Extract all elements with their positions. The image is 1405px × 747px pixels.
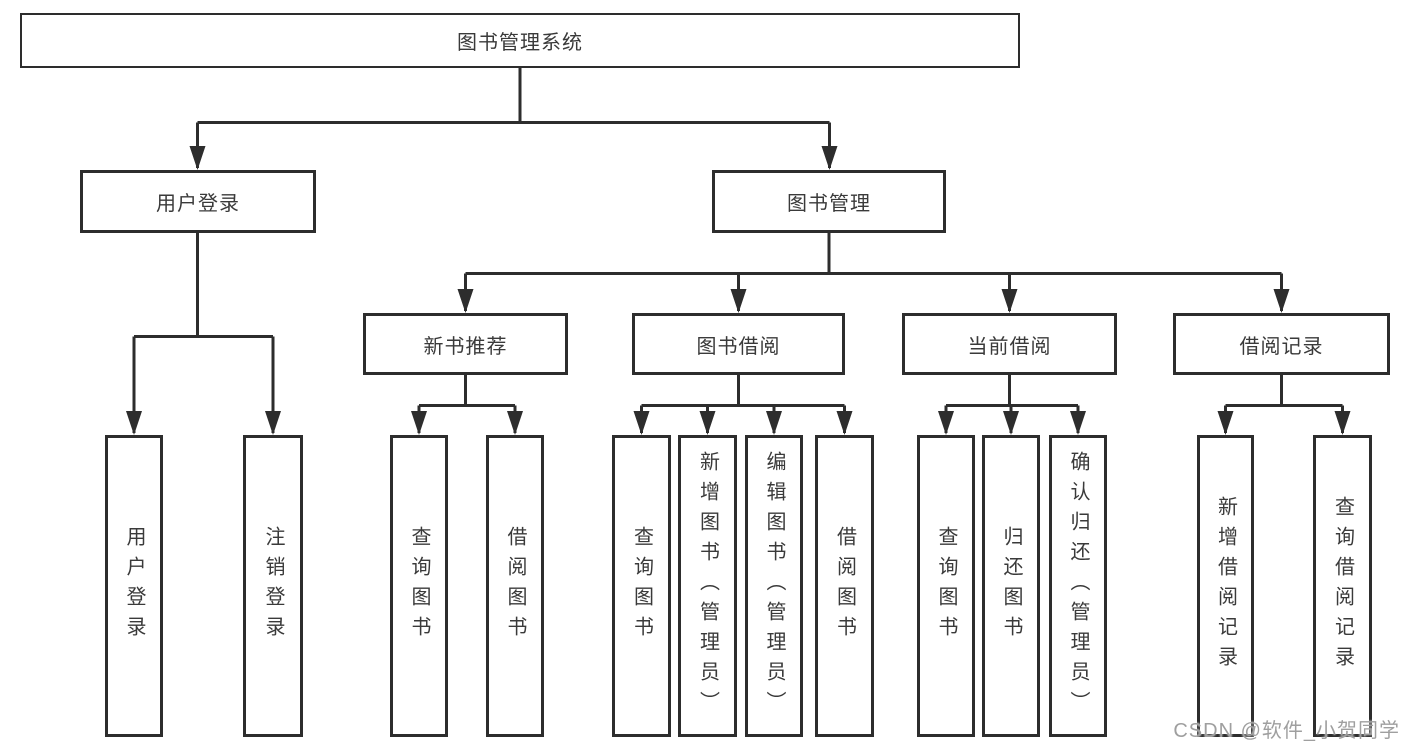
arrowhead [938,411,954,435]
node-leaf-query-books-3: 查询图书 [917,435,975,737]
node-label: 查询借阅记录 [1331,496,1354,676]
connector [640,375,846,433]
node-library-management-system: 图书管理系统 [20,13,1020,68]
node-leaf-return-books: 归还图书 [982,435,1040,737]
node-leaf-query-borrow-record: 查询借阅记录 [1313,435,1372,737]
arrowhead [1273,289,1290,313]
node-leaf-add-borrow-record: 新增借阅记录 [1197,435,1254,737]
node-label: 图书管理系统 [457,32,583,54]
arrowhead [766,411,782,435]
node-label: 借阅图书 [504,526,526,646]
node-leaf-logout: 注销登录 [243,435,303,737]
arrowhead [457,289,474,313]
node-label: 新增图书（管理员） [696,451,719,721]
arrowhead [189,146,206,170]
arrowhead [821,146,838,170]
arrowhead [1001,289,1018,313]
arrowhead [836,411,853,435]
node-leaf-borrow-books-1: 借阅图书 [486,435,544,737]
node-label: 查询图书 [935,526,957,646]
node-label: 用户登录 [123,526,145,646]
node-label: 借阅图书 [833,526,856,646]
node-user-login-module: 用户登录 [80,170,316,233]
node-new-book-recommendation: 新书推荐 [363,313,568,375]
node-label: 归还图书 [1000,526,1022,646]
arrowhead [1003,411,1019,435]
node-book-management-module: 图书管理 [712,170,946,233]
node-label: 确认归还（管理员） [1067,451,1089,721]
node-label: 编辑图书（管理员） [763,451,785,721]
node-label: 借阅记录 [1239,335,1324,358]
node-leaf-edit-book-admin: 编辑图书（管理员） [745,435,803,737]
node-label: 查询图书 [630,526,653,646]
node-current-borrowing: 当前借阅 [902,313,1117,375]
node-label: 图书管理 [787,193,871,215]
arrowhead [699,411,716,435]
node-label: 新书推荐 [423,335,508,358]
node-label: 注销登录 [262,526,284,646]
arrowhead [1334,411,1351,435]
connector [1224,375,1344,433]
arrowheads [126,146,1351,435]
connector [417,375,517,433]
connector [132,232,275,433]
node-leaf-borrow-books-2: 借阅图书 [815,435,874,737]
csdn-watermark: CSDN @软件_小贺同学 [1173,720,1400,742]
node-leaf-add-book-admin: 新增图书（管理员） [678,435,737,737]
arrowhead [1217,411,1234,435]
arrowhead [411,411,427,435]
node-leaf-query-books-1: 查询图书 [390,435,448,737]
arrowhead [730,289,747,313]
arrowhead [1070,411,1086,435]
arrowhead [633,411,650,435]
node-leaf-confirm-return-admin: 确认归还（管理员） [1049,435,1107,737]
node-book-borrowing: 图书借阅 [632,313,845,375]
node-label: 查询图书 [408,526,430,646]
connector [196,68,831,168]
node-leaf-user-login: 用户登录 [105,435,163,737]
arrowhead [126,411,142,435]
node-label: 新增借阅记录 [1214,496,1237,676]
node-label: 用户登录 [156,193,240,215]
connector [464,230,1283,311]
node-label: 当前借阅 [967,335,1052,358]
node-leaf-query-books-2: 查询图书 [612,435,671,737]
node-borrowing-records: 借阅记录 [1173,313,1390,375]
arrowhead [507,411,523,435]
arrowhead [265,411,281,435]
node-label: 图书借阅 [696,335,781,358]
